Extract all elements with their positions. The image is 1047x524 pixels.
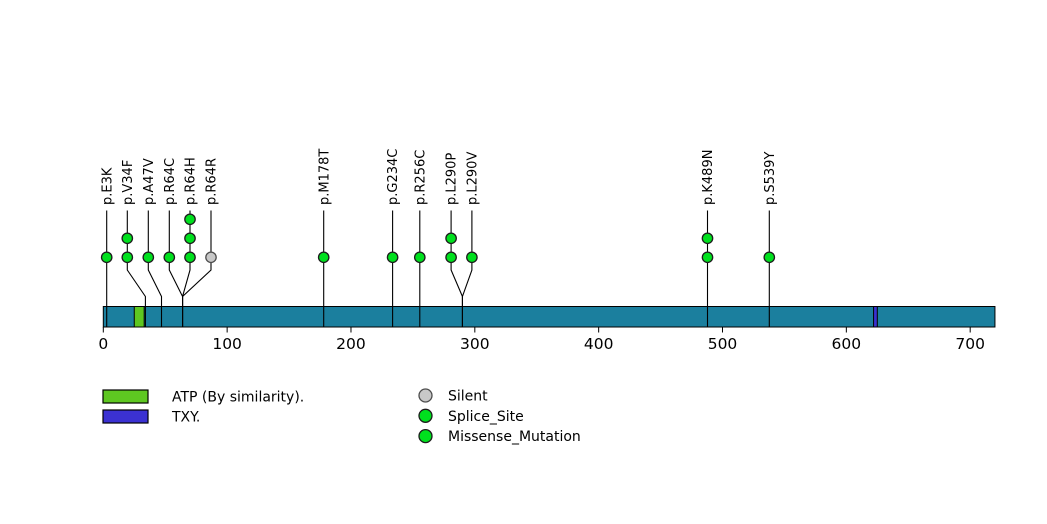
mutation-label: p.R64C [163, 158, 178, 205]
axis-tick-label: 600 [832, 335, 862, 353]
mutation-label: p.A47V [142, 158, 157, 205]
legend-mutation-swatch [418, 408, 433, 423]
legend-domain-label: ATP (By similarity). [172, 390, 304, 406]
mutation-label: p.V34F [121, 160, 136, 205]
lollipop-circle [701, 232, 714, 245]
lollipop-circle [413, 251, 426, 264]
mutation-label: p.L290P [445, 153, 460, 205]
lollipop-circle [445, 232, 457, 245]
axis-tick-label: 0 [98, 335, 108, 353]
legend-mutation-swatch [418, 388, 433, 403]
lollipop-circle [701, 251, 714, 264]
lollipop-circle [386, 251, 399, 264]
legend-mutation-label: Silent [448, 389, 488, 405]
lollipop-stem [182, 210, 212, 327]
mutation-label: p.L290V [466, 152, 481, 205]
lollipop-circle [466, 251, 478, 264]
lollipop-circle [205, 251, 217, 264]
axis-tick-label: 300 [460, 335, 490, 353]
legend-domain-swatch [102, 409, 149, 424]
mutation-label: p.R64R [205, 158, 220, 205]
lollipop-circle [121, 251, 134, 264]
mutation-label: p.S539Y [763, 152, 778, 205]
lollipop-circle [100, 251, 113, 264]
mutation-label: p.M178T [317, 149, 332, 205]
axis-tick-label: 200 [336, 335, 366, 353]
lollipop-circle [184, 232, 196, 245]
lollipop-circle [184, 251, 196, 264]
axis-tick-label: 100 [212, 335, 242, 353]
axis-tick-label: 500 [708, 335, 738, 353]
lollipop-circle [142, 251, 155, 264]
mutation-label: p.R64H [184, 157, 199, 205]
mutation-label: p.G234C [386, 149, 401, 205]
legend-mutation-label: Missense_Mutation [448, 429, 581, 445]
domain-txy [873, 306, 878, 328]
legend-domain-label: TXY. [171, 410, 200, 426]
mutation-label: p.R256C [413, 150, 428, 205]
protein-bar [102, 306, 996, 328]
lollipop-circle [317, 251, 330, 264]
legend-domain-swatch [102, 389, 149, 404]
axis-tick-label: 400 [584, 335, 614, 353]
lollipop-circle [184, 213, 196, 226]
lollipop-stem [461, 210, 473, 327]
domain-atpbysimilarity [133, 306, 145, 328]
legend-mutation-label: Splice_Site [448, 409, 524, 425]
lollipop-circle [163, 251, 176, 264]
mutation-label: p.K489N [701, 150, 716, 205]
lollipop-circle [445, 251, 457, 264]
lollipop-circle [763, 251, 776, 264]
mutation-label: p.E3K [100, 167, 115, 205]
lollipop-circle [121, 232, 134, 245]
axis-tick-label: 700 [955, 335, 985, 353]
lollipop-stem [147, 210, 163, 327]
legend-mutation-swatch [418, 428, 433, 444]
